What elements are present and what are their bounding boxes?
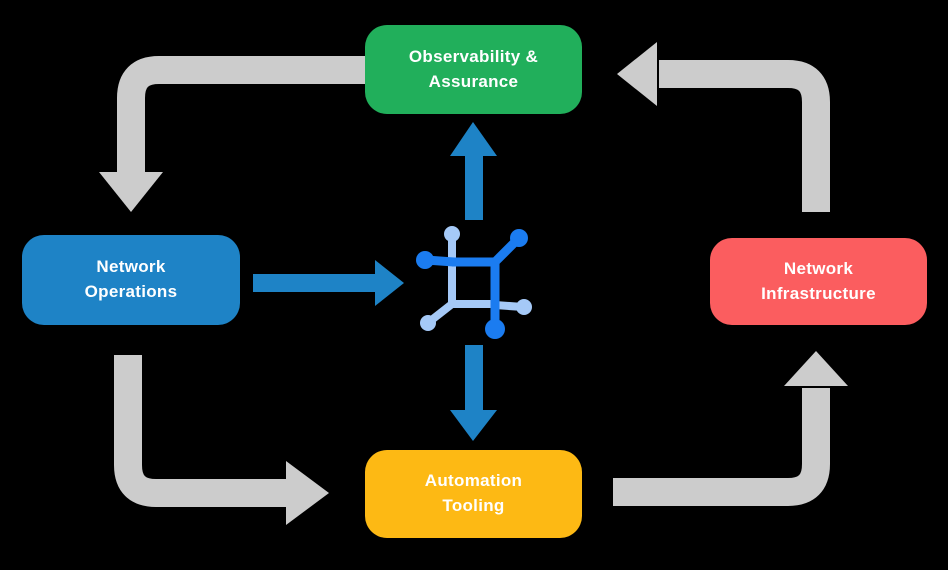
- arrow-operations-to-center: [253, 260, 404, 306]
- node-network-infrastructure[interactable]: Network Infrastructure: [710, 238, 927, 325]
- node-label: Network Infrastructure: [761, 258, 876, 303]
- node-label: Observability & Assurance: [408, 46, 539, 91]
- arrow-automation-to-infrastructure: [613, 351, 848, 506]
- arrow-center-to-automation: [450, 345, 497, 441]
- network-automation-icon: [416, 226, 532, 339]
- arrow-observability-to-operations: [99, 56, 368, 212]
- arrow-center-to-observability: [450, 122, 497, 220]
- node-automation-tooling[interactable]: Automation Tooling: [365, 450, 582, 538]
- node-observability-assurance[interactable]: Observability & Assurance: [365, 25, 582, 114]
- node-label: Automation Tooling: [424, 471, 523, 515]
- node-network-operations[interactable]: Network Operations: [22, 235, 240, 325]
- arrow-operations-to-automation: [114, 355, 329, 525]
- node-label: Network Operations: [84, 257, 178, 301]
- arrow-infrastructure-to-observability: [617, 42, 830, 212]
